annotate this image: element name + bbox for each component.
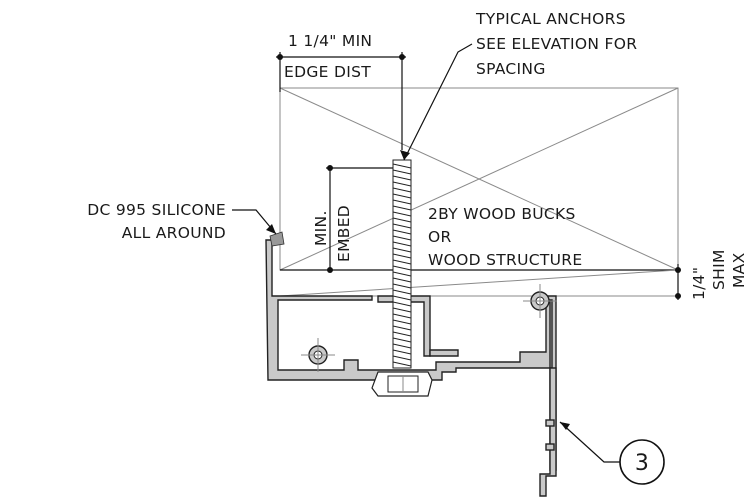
anchor-leader-arrow [400,150,410,160]
thread-line [392,355,412,361]
silicone-label-2: ALL AROUND [122,224,226,242]
anchor-threads [392,163,412,367]
silicone-leader [232,209,277,235]
wood-buck-diagonal-2 [279,87,679,271]
callout-leader-arrow [560,422,570,430]
edge-dist-dot-right [399,54,405,60]
callout-leader [559,421,622,463]
frame-lower-leg [539,367,557,497]
thread-line [392,217,412,223]
bucks-label-2: OR [428,228,452,246]
shim-label-3: MAX [730,252,748,288]
anchor-label-1: TYPICAL ANCHORS [475,10,626,28]
thread-line [392,229,412,235]
edge-dist-dot-left [277,54,283,60]
thread-line [392,175,412,181]
frame-web [377,295,431,357]
thread-line [392,187,412,193]
thread-line [392,199,412,205]
thread-line [392,301,412,307]
shim-dim-dot-top [675,267,681,273]
thread-line [392,265,412,271]
thread-line [392,241,412,247]
silicone-label-1: DC 995 SILICONE [87,201,226,219]
frame-extrusion [265,239,557,471]
shim-diagonal [279,269,679,297]
shim-dim-dot-bottom [675,293,681,299]
silicone-leader-arrow [266,224,276,234]
thread-line [392,361,412,367]
anchor-screw [371,159,433,397]
thread-line [392,277,412,283]
thread-line [392,205,412,211]
callout-bubble [619,439,665,485]
thread-line [392,313,412,319]
flange-1 [545,419,555,427]
callout-number: 3 [635,451,649,476]
thread-line [392,307,412,313]
edge-dist-label-1: 1 1/4" MIN [288,32,372,50]
leaders [232,43,665,485]
silicone-shape [269,231,285,247]
frame-leg [429,349,459,357]
thread-line [392,271,412,277]
silicone-bead [269,231,285,247]
thread-line [392,163,412,169]
flange-2 [545,443,555,451]
shim-lines [279,264,681,300]
shim-label-2: SHIM [710,249,728,290]
thread-line [392,283,412,289]
thread-line [392,181,412,187]
thread-line [392,289,412,295]
thread-line [392,349,412,355]
thread-line [392,259,412,265]
anchor-leader [403,43,473,161]
anchor-label-2: SEE ELEVATION FOR [476,35,637,53]
bucks-label-3: WOOD STRUCTURE [428,251,582,269]
thread-line [392,337,412,343]
thread-line [392,169,412,175]
embed-label-1: MIN. [312,210,330,246]
bucks-label-1: 2BY WOOD BUCKS [428,205,576,223]
edge-dist-label-2: EDGE DIST [284,63,371,81]
thread-line [392,211,412,217]
thread-line [392,295,412,301]
shim-label-1: 1/4" [690,267,708,300]
thread-line [392,253,412,259]
thread-line [392,319,412,325]
aluminum-frame [265,239,557,497]
thread-line [392,223,412,229]
anchor-label-3: SPACING [476,60,546,78]
embed-label-2: EMBED [335,205,353,262]
labels: 1 1/4" MIN EDGE DIST TYPICAL ANCHORS SEE… [87,10,748,476]
thread-line [392,325,412,331]
thread-line [392,235,412,241]
embed-dot-bottom [327,267,333,273]
thread-line [392,331,412,337]
embed-dot-top [327,165,333,171]
thread-line [392,247,412,253]
thread-line [392,343,412,349]
thread-line [392,193,412,199]
embed-dimension [326,165,400,273]
edge-distance-dimension [276,52,406,150]
